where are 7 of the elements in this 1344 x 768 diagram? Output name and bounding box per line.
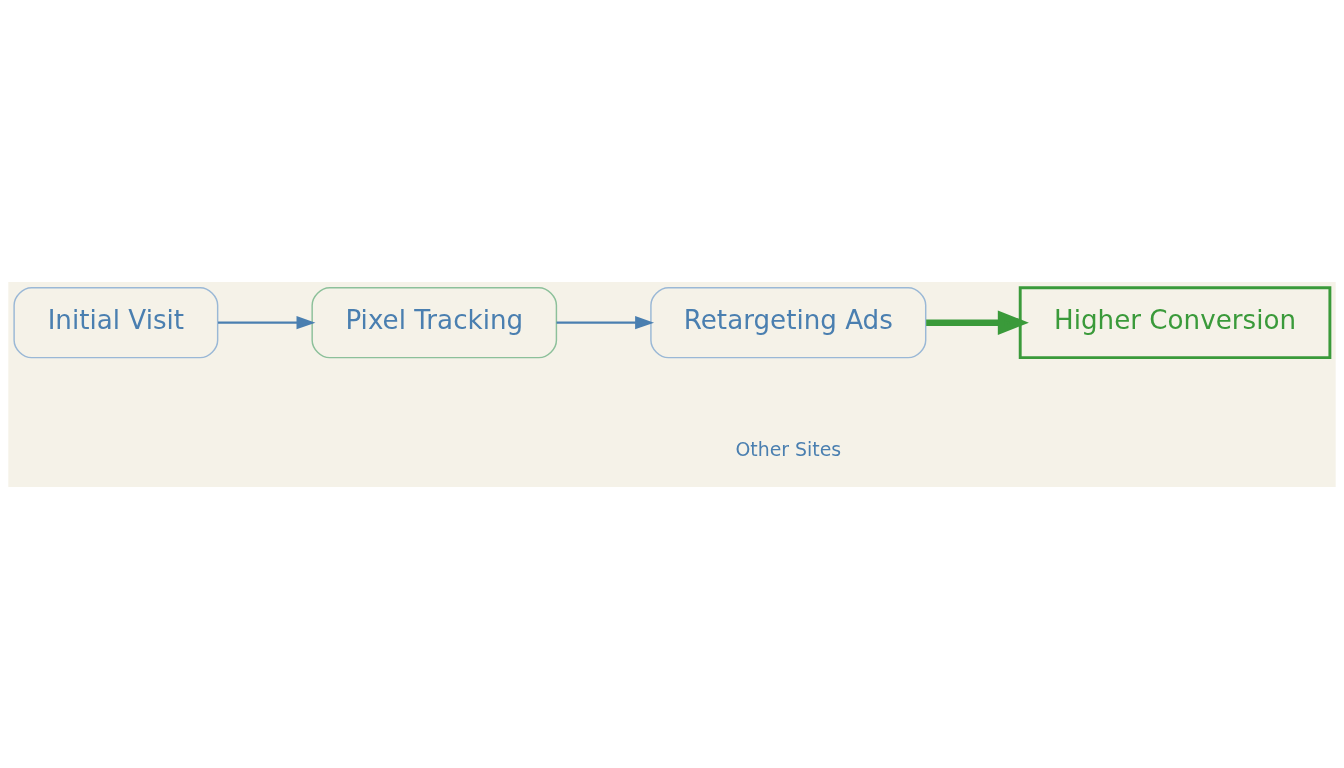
node-box: Retargeting Ads xyxy=(650,286,927,358)
node-box: Pixel Tracking xyxy=(311,286,558,358)
label: Other Sites xyxy=(735,437,842,460)
arrow xyxy=(556,315,655,329)
arrow xyxy=(218,315,316,329)
node-box: Initial Visit xyxy=(13,286,219,358)
node-box: Higher Conversion xyxy=(1018,285,1332,359)
